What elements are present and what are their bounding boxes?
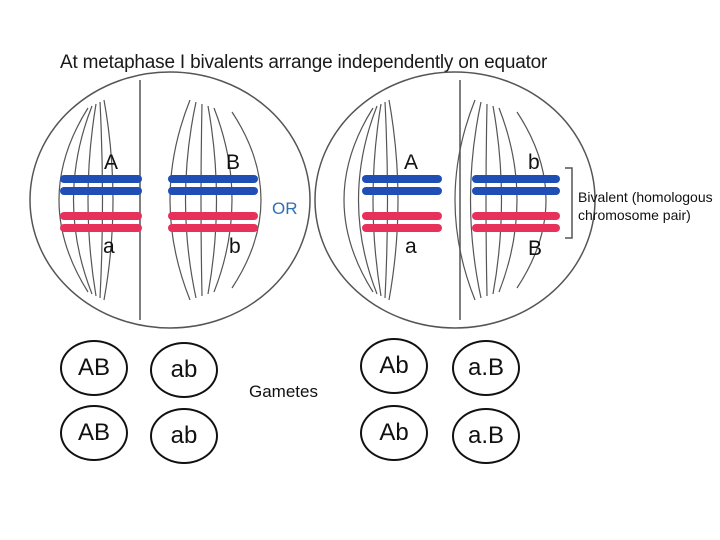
diagram-title: At metaphase I bivalents arrange indepen…: [60, 52, 548, 73]
bivalent-right-A: [362, 175, 442, 232]
gamete-circle: AB: [60, 340, 128, 396]
chromatid: [472, 175, 560, 183]
gametes-label: Gametes: [249, 382, 318, 401]
gamete-circle: Ab: [360, 338, 428, 394]
chromatid: [60, 212, 142, 220]
chromatid: [168, 187, 258, 195]
chromatid: [472, 212, 560, 220]
allele-label: B: [528, 237, 543, 260]
chromatid: [472, 224, 560, 232]
bivalent-label-line: Bivalent (homologous: [578, 189, 713, 205]
chromatid: [362, 224, 442, 232]
chromatid: [60, 175, 142, 183]
chromatid: [168, 212, 258, 220]
spindle-fibers: [343, 80, 547, 320]
gamete-circle: Ab: [360, 405, 428, 461]
spindle-fibers: [58, 80, 262, 320]
bivalent-right-B: [472, 175, 560, 232]
gamete-circle: a.B: [452, 408, 520, 464]
bivalent-label: Bivalent (homologous chromosome pair): [578, 188, 713, 224]
left-cell: [29, 71, 311, 329]
bivalent-bracket: [565, 167, 573, 239]
gamete-circle: ab: [150, 408, 218, 464]
gamete-circle: AB: [60, 405, 128, 461]
cell-membrane: [314, 71, 596, 329]
chromatid: [472, 187, 560, 195]
chromatid: [168, 175, 258, 183]
or-label: OR: [272, 199, 298, 218]
chromatid: [60, 224, 142, 232]
allele-label: B: [226, 151, 241, 174]
allele-label: a: [103, 235, 115, 258]
chromatid: [168, 224, 258, 232]
bivalent-left-A: [60, 175, 142, 232]
allele-label: A: [404, 151, 419, 174]
chromatid: [60, 187, 142, 195]
bivalent-left-B: [168, 175, 258, 232]
right-cell: [314, 71, 596, 329]
allele-label: b: [528, 151, 540, 174]
chromatid: [362, 212, 442, 220]
gamete-circle: a.B: [452, 340, 520, 396]
allele-label: A: [104, 151, 119, 174]
allele-label: b: [229, 235, 241, 258]
allele-label: a: [405, 235, 417, 258]
chromatid: [362, 175, 442, 183]
cell-membrane: [29, 71, 311, 329]
chromatid: [362, 187, 442, 195]
gamete-circle: ab: [150, 342, 218, 398]
bivalent-label-line: chromosome pair): [578, 207, 691, 223]
